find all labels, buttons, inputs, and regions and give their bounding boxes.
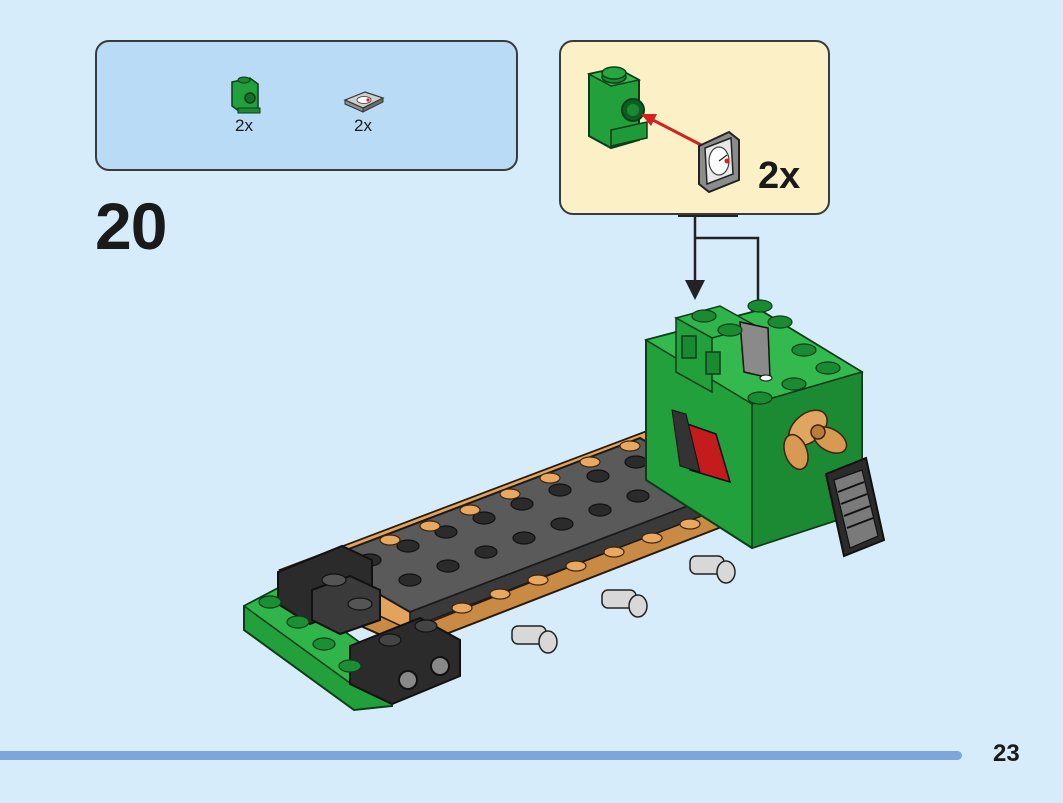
parts-item-bracket: 2x <box>214 72 274 136</box>
parts-item-gauge-tile: 2x <box>333 88 393 136</box>
axle-pins <box>511 555 736 654</box>
callout-assembly-illustration <box>586 66 740 194</box>
green-bracket-brick-icon <box>231 76 261 114</box>
model-illustration <box>242 215 886 712</box>
parts-list-box: 2x 2x <box>95 40 518 171</box>
footer-bar <box>0 751 962 760</box>
grille-plate <box>824 456 886 558</box>
parts-item-qty: 2x <box>235 116 253 135</box>
front-black-bricks <box>277 544 461 706</box>
subassembly-callout: 2x <box>559 40 830 215</box>
parts-item-qty: 2x <box>354 116 372 135</box>
bumper-studs <box>258 595 362 673</box>
step-number: 20 <box>95 189 167 263</box>
gauge-tile-icon <box>698 130 740 194</box>
page-number: 23 <box>993 740 1020 767</box>
gauge-tile-icon <box>343 91 385 113</box>
chassis-tan-studs <box>379 440 733 614</box>
callout-quantity: 2x <box>758 155 801 197</box>
green-bracket-brick-icon <box>586 66 648 150</box>
cab-studs <box>691 299 841 405</box>
propeller-piece <box>783 409 848 471</box>
